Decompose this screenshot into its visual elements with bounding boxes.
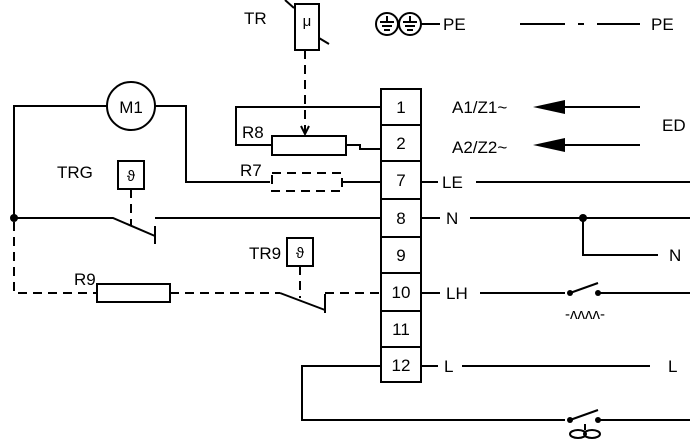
terminal-12-label: 12 xyxy=(392,356,411,375)
ed-label: ED xyxy=(662,116,686,135)
wire-n-branch xyxy=(582,218,658,256)
tr9-label: TR9 xyxy=(249,244,281,263)
le-label: LE xyxy=(442,173,463,192)
terminal-2-label: 2 xyxy=(396,134,405,153)
n-right-label: N xyxy=(669,246,681,265)
ground-icon xyxy=(375,12,440,36)
r8-label: R8 xyxy=(242,123,264,142)
terminal-1-label: 1 xyxy=(396,98,405,117)
theta-icon-2: ϑ xyxy=(296,245,305,262)
a2z2-label: A2/Z2~ xyxy=(452,138,507,157)
trg-label: TRG xyxy=(57,163,93,182)
motor-m1: M1 xyxy=(106,81,156,131)
terminal-10-label: 10 xyxy=(392,283,411,302)
terminal-9-label: 9 xyxy=(396,246,405,265)
wire-m1-left xyxy=(13,105,107,218)
wire-r9-left xyxy=(13,222,97,294)
heater-switch: -ʌʌʌʌ- xyxy=(565,282,690,323)
n-label: N xyxy=(446,209,458,228)
tr-element: TR μ xyxy=(244,0,330,137)
fan-icon xyxy=(569,424,601,439)
terminal-8-label: 8 xyxy=(396,209,405,228)
terminal-11-label: 11 xyxy=(392,320,410,339)
wire-l-loop xyxy=(301,365,565,421)
r7-label: R7 xyxy=(240,161,262,180)
tr-label: TR xyxy=(244,9,267,28)
theta-icon: ϑ xyxy=(127,168,136,185)
m1-label: M1 xyxy=(119,98,143,117)
resistor-r9: R9 xyxy=(74,270,171,303)
arrow-head-icon xyxy=(533,100,565,114)
terminal-7-label: 7 xyxy=(396,171,405,190)
heater-icon: -ʌʌʌʌ- xyxy=(565,306,605,323)
resistor-r7: R7 xyxy=(240,161,381,192)
thermostat-trg: TRG ϑ xyxy=(57,160,145,226)
wire-to-8 xyxy=(154,217,381,244)
resistor-r8: R8 xyxy=(235,106,381,156)
terminal-block: 1 2 7 8 9 10 11 12 xyxy=(380,88,422,383)
wire-m1-right xyxy=(155,105,270,183)
a1z1-label: A1/Z1~ xyxy=(452,98,507,117)
arrow-head-icon-2 xyxy=(533,138,565,152)
l-label: L xyxy=(444,357,453,376)
thermostat-tr9: TR9 ϑ xyxy=(249,237,314,298)
pe-right-label: PE xyxy=(651,15,674,34)
mu-label: μ xyxy=(303,13,312,30)
l-right-label: L xyxy=(668,357,677,376)
wire-trg-switch xyxy=(14,217,156,237)
switch-tr9 xyxy=(279,292,326,313)
fan-switch xyxy=(567,409,690,439)
pe-left-label: PE xyxy=(443,15,466,34)
r9-label: R9 xyxy=(74,270,96,289)
lh-label: LH xyxy=(446,284,468,303)
